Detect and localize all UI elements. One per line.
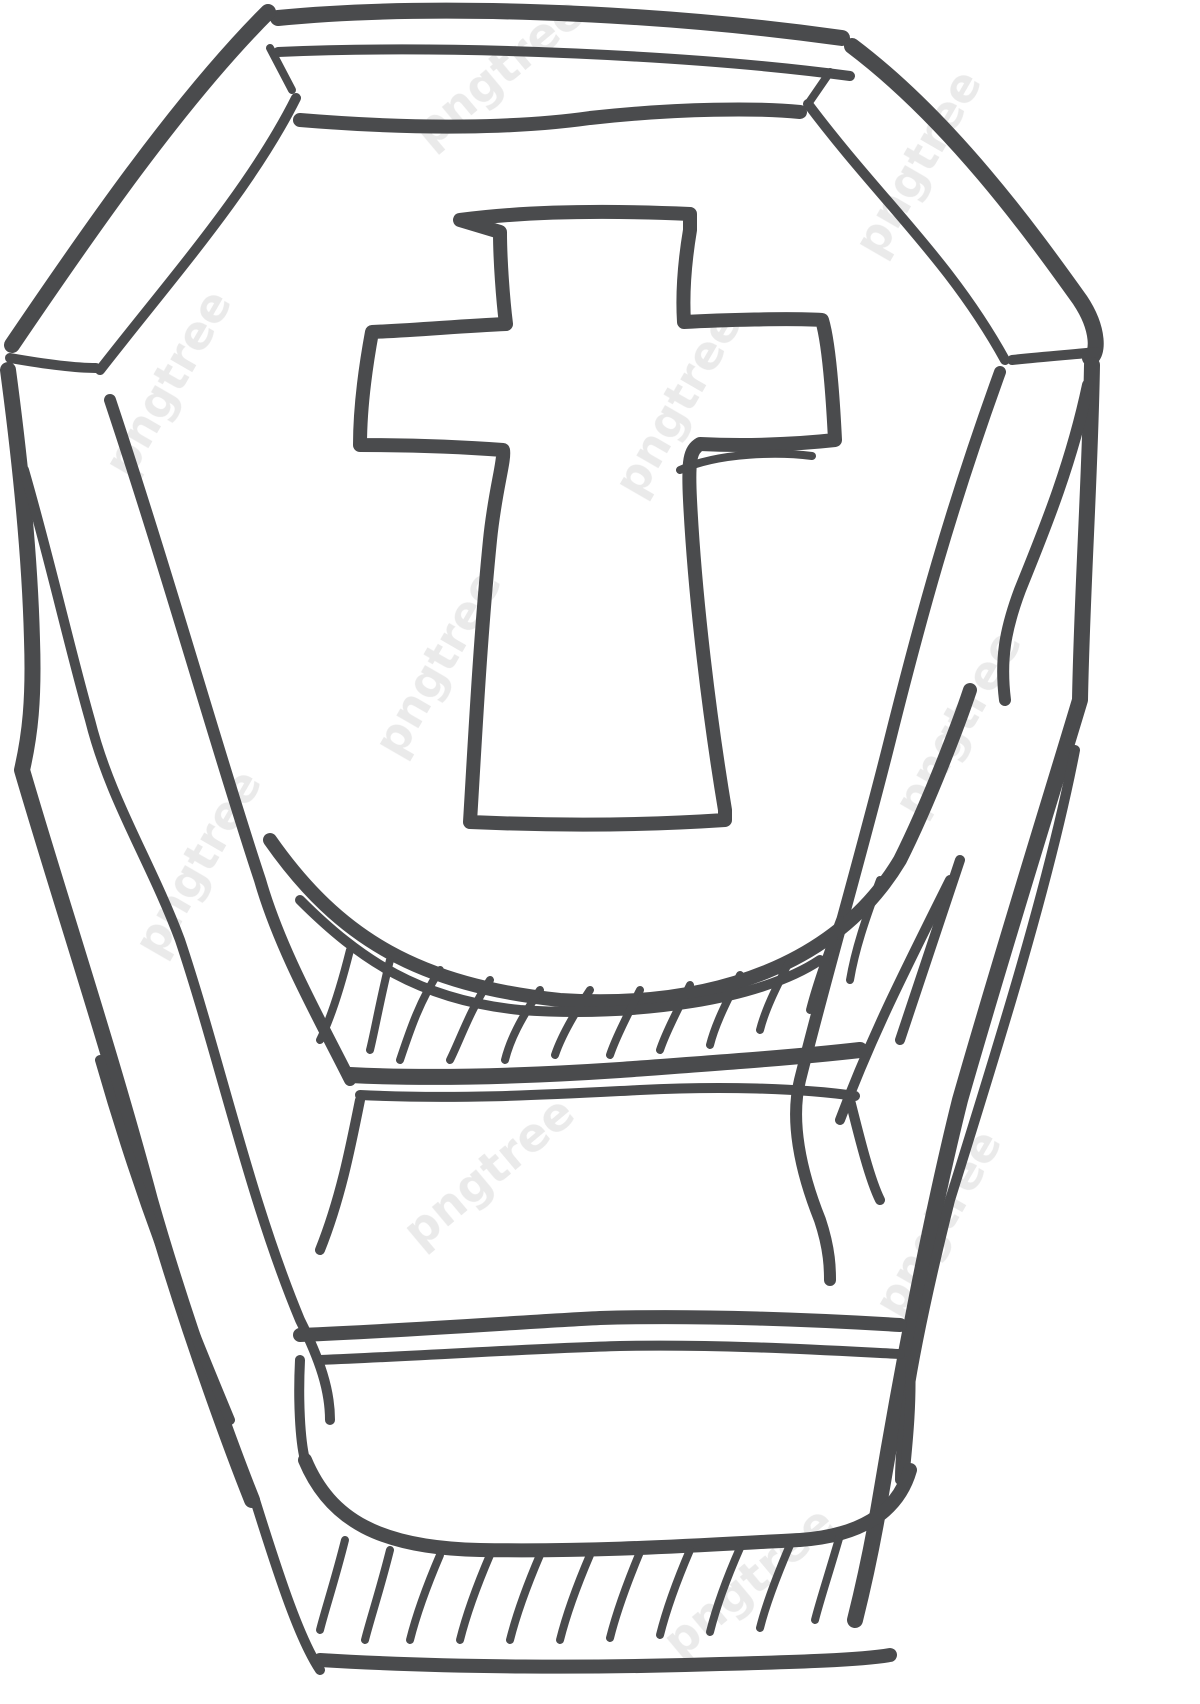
hatch-stroke xyxy=(706,1544,744,1636)
coffin-right-inner-side xyxy=(997,379,1094,706)
hatch-stroke xyxy=(446,976,494,1064)
hatch-stroke xyxy=(456,1551,494,1644)
coffin-left-panel-line xyxy=(104,394,356,1086)
coffin-right-outer-side xyxy=(847,357,1100,1628)
inner-lid-top xyxy=(293,102,807,134)
lid-right-diagonal-outer xyxy=(844,38,1104,366)
step-line-lower-inner xyxy=(315,1340,905,1365)
lid-left-diagonal-inner xyxy=(95,93,301,375)
lid-panel-lower-curve xyxy=(263,683,977,1009)
hatch-stroke xyxy=(656,981,694,1054)
lid-top-edge xyxy=(270,2,850,46)
hatch-stroke xyxy=(556,1551,594,1644)
hatch-stroke xyxy=(406,1551,444,1644)
hatch-stroke xyxy=(656,1546,694,1639)
lid-right-diagonal-inner xyxy=(803,99,1010,365)
step-line-upper-lower xyxy=(355,1083,860,1102)
coffin-drawing xyxy=(0,2,1104,1675)
foot-lower-curve xyxy=(298,1453,917,1558)
hatch-stroke xyxy=(706,971,744,1049)
step-line-upper xyxy=(342,1042,868,1085)
hatch-stroke xyxy=(316,946,354,1044)
hatch-stroke xyxy=(361,1546,394,1644)
lid-top-right-corner xyxy=(804,68,834,108)
foot-base-line xyxy=(313,1648,897,1674)
step-line-lower xyxy=(293,1310,907,1342)
hatch-stroke xyxy=(396,966,444,1064)
hatch-stroke xyxy=(366,956,394,1054)
coffin-left-lower-edge xyxy=(95,1055,235,1425)
rim-hatching xyxy=(316,876,884,1064)
hatch-stroke xyxy=(506,1551,544,1644)
cross-inner-line xyxy=(676,449,816,474)
watermark-text: pngtree xyxy=(603,300,753,505)
lid-panel-rim xyxy=(295,895,825,1017)
lid-top-left-corner xyxy=(266,44,296,94)
hatch-stroke xyxy=(806,916,844,1014)
foot-box-left-side xyxy=(294,1355,310,1465)
shoulder-right xyxy=(1007,347,1101,365)
coffin-left-inner-side xyxy=(19,465,335,1425)
hatch-stroke xyxy=(846,876,884,984)
hatch-stroke xyxy=(606,986,644,1059)
coffin-right-middle-line xyxy=(895,745,1080,1485)
hatch-stroke xyxy=(756,1541,794,1632)
watermark-text: pngtree xyxy=(402,0,594,158)
foot-box-right-side xyxy=(900,1355,916,1475)
shoulder-left xyxy=(5,353,101,373)
foot-hatching xyxy=(316,1531,844,1644)
cross-icon xyxy=(353,205,842,832)
lid-left-diagonal-outer xyxy=(4,4,276,353)
hatch-stroke xyxy=(606,1548,644,1642)
hatch-stroke xyxy=(756,956,794,1034)
foot-base-left-edge xyxy=(250,1495,325,1675)
hatch-stroke xyxy=(316,1536,349,1634)
hatch-stroke xyxy=(501,986,544,1064)
step-right-drop xyxy=(845,1095,885,1205)
step-left-drop xyxy=(315,1095,365,1255)
coffin-right-accent-a xyxy=(835,875,955,1125)
hatch-stroke xyxy=(551,986,594,1059)
hatch-stroke xyxy=(811,1531,844,1624)
watermark-text: pngtree xyxy=(392,1085,584,1259)
watermark-text: pngtree xyxy=(93,280,243,485)
coffin-right-accent-b xyxy=(895,855,965,1045)
lid-top-bevel xyxy=(273,44,855,81)
